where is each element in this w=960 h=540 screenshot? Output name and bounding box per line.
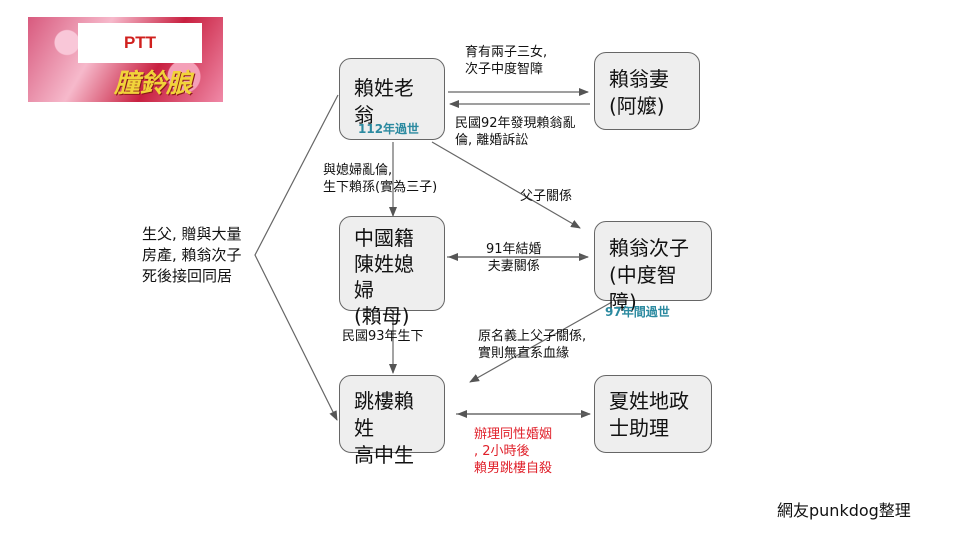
node-son: 賴翁次子 (中度智障) — [594, 221, 712, 314]
note-event: 辦理同性婚姻 , 2小時後 賴男跳樓自殺 — [474, 427, 553, 476]
logo-badge — [78, 23, 202, 63]
logo-ptt-text: PTT — [123, 33, 157, 52]
edge-father-to-student — [254, 94, 339, 421]
node-mother: 中國籍 陳姓媳婦 (賴母) — [339, 216, 445, 328]
label-father-son: 父子關係 — [520, 189, 573, 204]
node-student: 跳樓賴姓 高中生 — [339, 375, 445, 467]
node-clerk: 夏姓地政 士助理 — [594, 375, 712, 453]
label-incest: 與媳婦亂倫, 生下賴孫(實為三子) — [323, 163, 438, 195]
label-biological: 生父, 贈與大量 房產, 賴翁次子 死後接回同居 — [142, 225, 242, 285]
logo-name-text: 朣鈴朖 — [113, 69, 192, 99]
note-son-died: 97年間過世 — [605, 305, 670, 319]
label-nominal: 原名義上父子關係, 實則無直系血緣 — [478, 329, 587, 361]
node-father: 賴姓老翁 — [339, 58, 445, 140]
edge-father-to-son — [431, 141, 581, 229]
ptt-logo: PTT 朣鈴朖 — [28, 17, 223, 102]
label-married: 91年結婚 夫妻關係 — [486, 242, 542, 274]
label-born: 民國93年生下 — [342, 329, 424, 344]
label-kids: 育有兩子三女, 次子中度智障 — [465, 45, 548, 77]
note-father-died: 112年過世 — [358, 122, 420, 136]
label-divorce: 民國92年發現賴翁亂 倫, 離婚訴訟 — [455, 116, 576, 148]
node-wife: 賴翁妻 (阿嬤) — [594, 52, 700, 130]
credit-text: 網友punkdog整理 — [777, 501, 911, 520]
edge-son-to-student — [469, 301, 613, 383]
